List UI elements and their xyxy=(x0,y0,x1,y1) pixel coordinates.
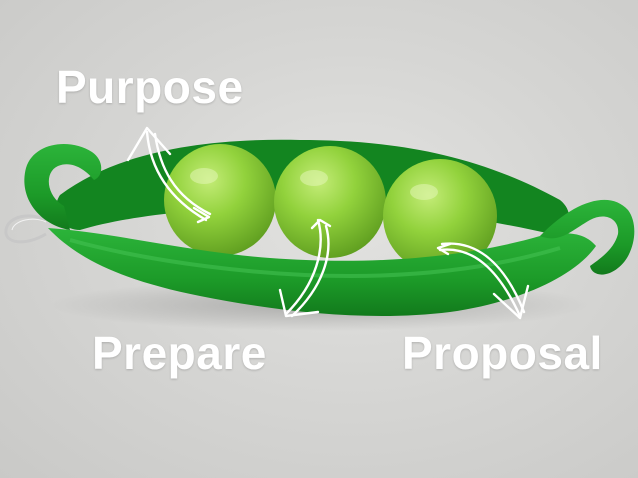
pod-left-curl xyxy=(24,144,102,230)
pea-middle xyxy=(274,146,386,258)
caption-prepare: Prepare xyxy=(92,327,267,379)
hand-drawn-arrow-icon xyxy=(278,218,332,318)
caption-purpose: Purpose xyxy=(56,61,244,113)
pea-right xyxy=(383,159,497,273)
peas xyxy=(164,144,497,273)
pod-right-curl xyxy=(540,199,635,275)
keyring-wire xyxy=(4,214,47,244)
hand-drawn-arrow-icon xyxy=(436,242,530,320)
pea-left xyxy=(164,144,276,256)
hand-drawn-arrow-icon xyxy=(126,126,212,224)
caption-proposal: Proposal xyxy=(402,327,603,379)
